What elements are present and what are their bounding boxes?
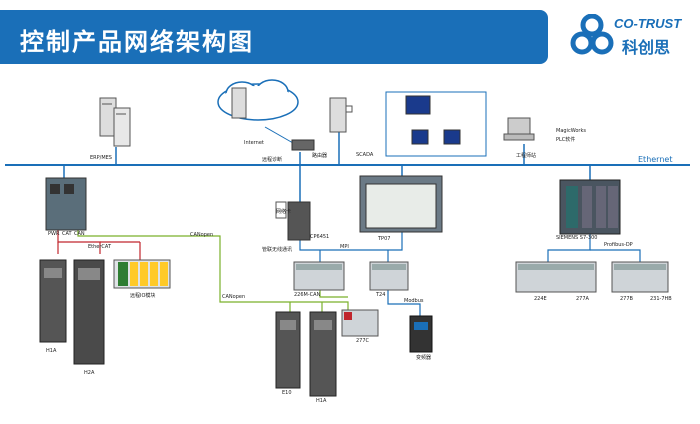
scada-server-icon: [329, 97, 347, 133]
plc-226-label: 226M-CAN: [294, 292, 321, 298]
internet-label: Internet: [244, 140, 264, 146]
remote-io-label: 远程IO模块: [130, 293, 156, 299]
ethernet-label: Ethernet: [638, 155, 673, 164]
router-label: 路由器: [312, 153, 328, 159]
canopen-label-1: CANopen: [190, 232, 214, 238]
logo: CO-TRUST 科创思: [570, 14, 690, 64]
coupler-port-cat: CAT: [62, 231, 72, 237]
cloud-label: 3G/WIFI/ADSL...: [254, 96, 286, 101]
vfd-label: 变频器: [416, 355, 432, 361]
coupler-port-pwr: PWR: [48, 231, 60, 237]
coupler-port-can: CAN: [74, 231, 85, 237]
h1a-left-label: H1A: [46, 348, 57, 354]
277c-label: 277C: [356, 338, 370, 344]
diagram-lines: [5, 79, 690, 397]
277b-label: 277B: [620, 296, 633, 302]
scada-label: SCADA: [356, 152, 374, 158]
mpi-label: MPI: [340, 244, 349, 250]
erp-label: ERP/MES: [90, 155, 112, 161]
e10-label: E10: [282, 390, 292, 396]
header: 控制产品网络架构图 CO-TRUST 科创思: [0, 0, 700, 72]
cloud-icon: [217, 79, 299, 121]
page-title: 控制产品网络架构图: [20, 28, 254, 56]
logo-text-cn: 科创思: [622, 38, 671, 57]
canopen-label-2: CANopen: [222, 294, 246, 300]
network-diagram: Ethernet ERP/MES 3G/WIFI/ADSL... Interne…: [0, 72, 700, 424]
cp6451-label: CP6451: [310, 234, 330, 240]
router-icon: [291, 139, 315, 151]
siemens-label: SIEMENS S7-300: [556, 235, 598, 241]
224e-label: 224E: [534, 296, 547, 302]
eng-station-label: 工程师站: [516, 153, 537, 159]
monitor-icon: [507, 117, 531, 135]
modbus-label: Modbus: [404, 298, 424, 304]
t24-label: T24: [376, 292, 386, 298]
231-label: 231-7HB: [650, 296, 672, 302]
cp-box-label: 网络卡: [276, 209, 292, 215]
vfd-icon: [409, 315, 433, 353]
title-bar: 控制产品网络架构图: [0, 10, 548, 64]
logo-icon: [570, 14, 614, 55]
cp6451-icon: [287, 201, 311, 241]
fiber-label: 管联无线通讯: [262, 247, 293, 253]
tp07-label: TP07: [378, 236, 391, 242]
erp-server-icon: [99, 97, 131, 147]
ethercat-label: EtherCAT: [88, 244, 111, 250]
277a-label: 277A: [576, 296, 589, 302]
h1a-right-label: H1A: [316, 398, 327, 404]
profibus-label: Profibus-DP: [604, 242, 633, 248]
h2a-label: H2A: [84, 370, 95, 376]
magicworks-label: MagicWorks: [556, 128, 586, 134]
logo-text-en: CO-TRUST: [614, 16, 682, 31]
remote-diag-label: 远程诊断: [262, 157, 283, 163]
plc-soft-label: PLC软件: [556, 137, 576, 143]
